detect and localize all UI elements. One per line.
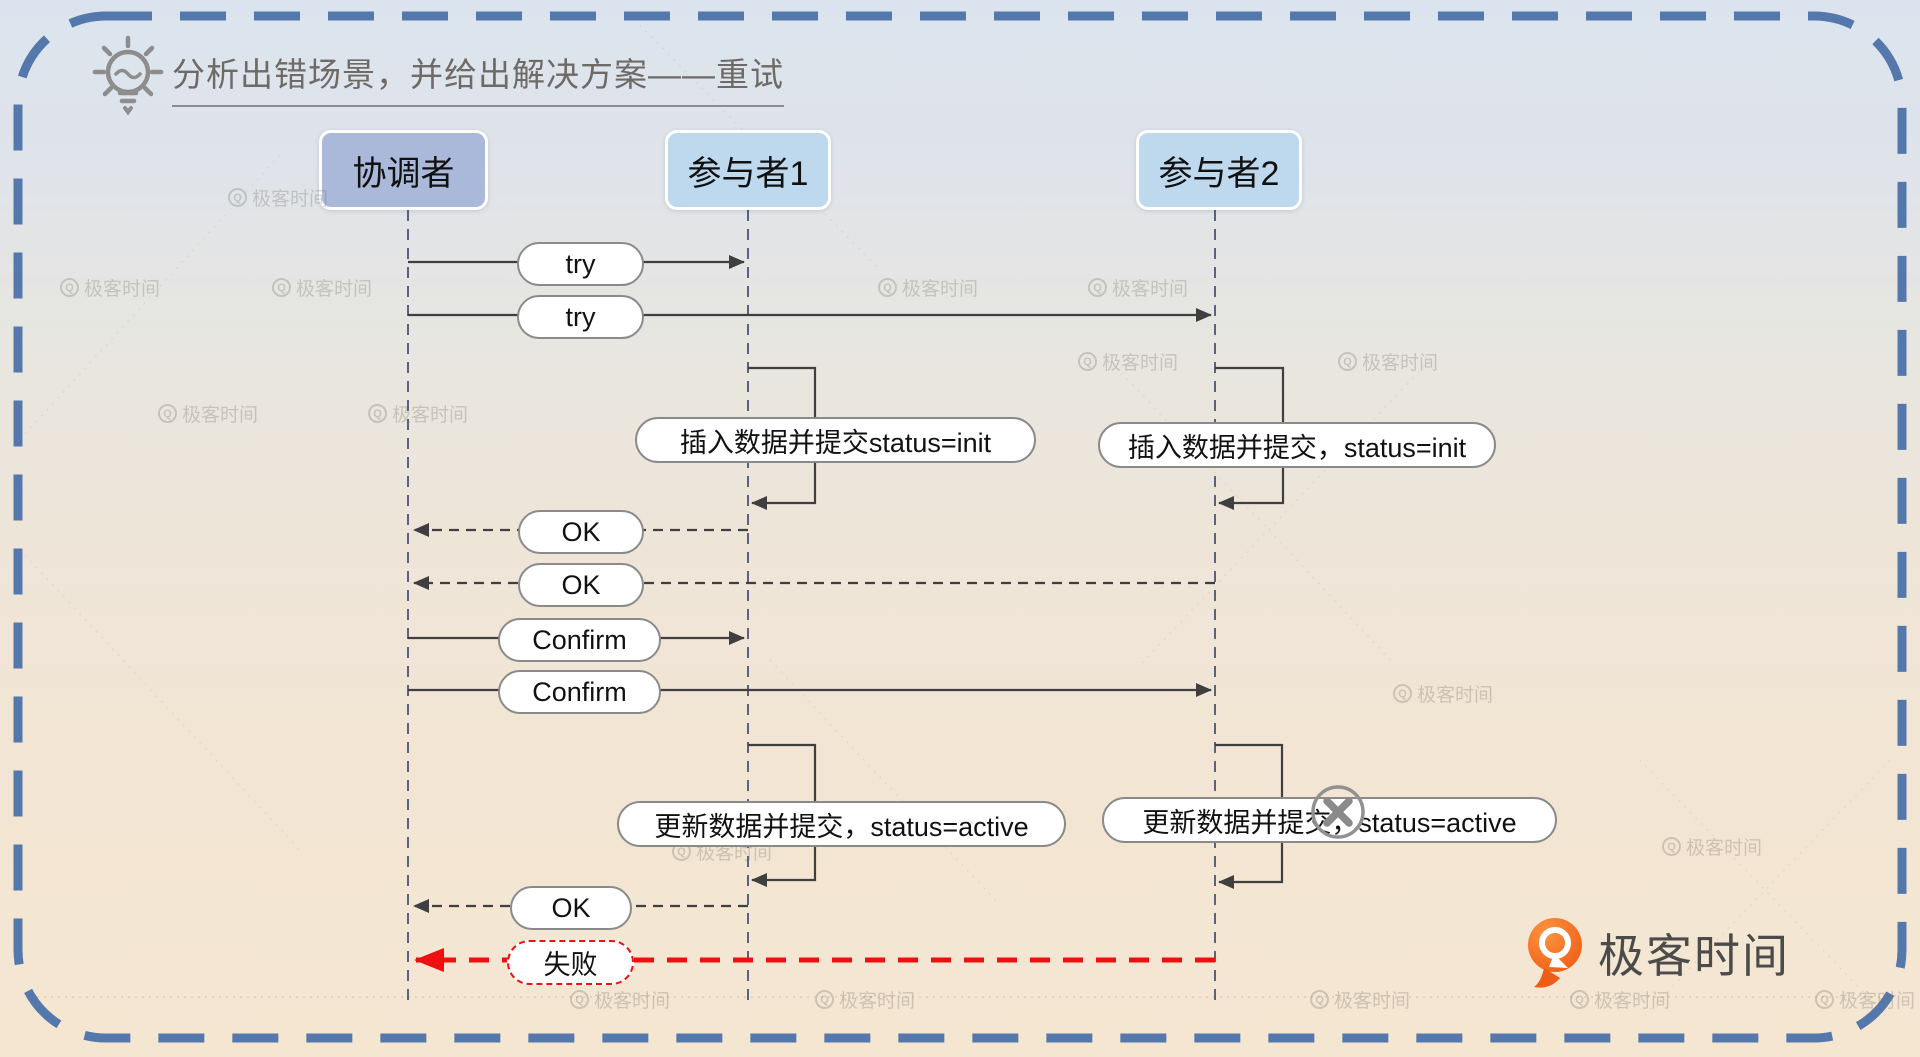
geektime-watermark-icon: Q [60,278,79,297]
message-pill-ok-2: OK [518,563,644,607]
geektime-watermark-icon: Q [1570,990,1589,1009]
message-label: OK [561,569,601,600]
message-label: OK [551,892,591,923]
actor-label: 参与者2 [1158,154,1280,193]
message-pill-ok-1: OK [518,510,644,554]
geektime-watermark-icon: Q [815,990,834,1009]
actor-box-participant-1: 参与者1 [665,130,831,210]
geektime-logo: 极客时间 [1524,916,1790,990]
background-texture [14,24,1891,1021]
geektime-watermark-icon: Q [158,404,177,423]
message-pill-fail: 失败 [507,940,634,985]
message-pill-try-1: try [517,242,644,286]
geektime-watermark-icon: Q [1078,352,1097,371]
x-circle-icon [1311,785,1365,839]
message-pill-confirm-2: Confirm [498,670,661,714]
message-label: OK [561,516,601,547]
geektime-watermark-icon: Q [368,404,387,423]
message-label: 插入数据并提交status=init [679,427,992,458]
message-pill-ok-3: OK [510,886,632,930]
message-label: try [565,301,596,332]
lightbulb-idea-icon [92,35,164,116]
message-pill-insert-1: 插入数据并提交status=init [635,417,1036,463]
actor-box-coordinator: 协调者 [319,130,488,210]
message-pill-try-2: try [517,295,644,339]
message-label: Confirm [532,624,627,655]
geektime-logo-text: 极客时间 [1598,930,1790,982]
message-label: 更新数据并提交，status=active [654,811,1029,842]
geektime-watermark-icon: Q [228,188,247,207]
geektime-watermark-icon: Q [1662,837,1681,856]
geektime-watermark-icon: Q [570,990,589,1009]
actor-box-participant-2: 参与者2 [1136,130,1302,210]
message-label: try [565,248,596,279]
geektime-watermark-icon: Q [1815,990,1834,1009]
geektime-watermark-icon: Q [1310,990,1329,1009]
dashed-frame-border [13,11,1907,1043]
message-pill-confirm-1: Confirm [498,618,661,662]
geektime-watermark-icon: Q [1393,684,1412,703]
geektime-watermark-icon: Q [1088,278,1107,297]
page-title: 分析出错场景，并给出解决方案——重试 [172,48,784,107]
message-label: Confirm [532,676,627,707]
message-pill-insert-2: 插入数据并提交，status=init [1098,422,1496,468]
geektime-logo-icon [1527,918,1582,988]
geektime-watermark-icon: Q [272,278,291,297]
message-label: 失败 [543,950,598,980]
actor-label: 参与者1 [687,154,809,193]
message-label: 插入数据并提交，status=init [1127,432,1467,463]
actor-label: 协调者 [352,154,455,193]
geektime-watermark-icon: Q [1338,352,1357,371]
geektime-watermark-icon: Q [878,278,897,297]
message-pill-update-1: 更新数据并提交，status=active [617,801,1066,847]
